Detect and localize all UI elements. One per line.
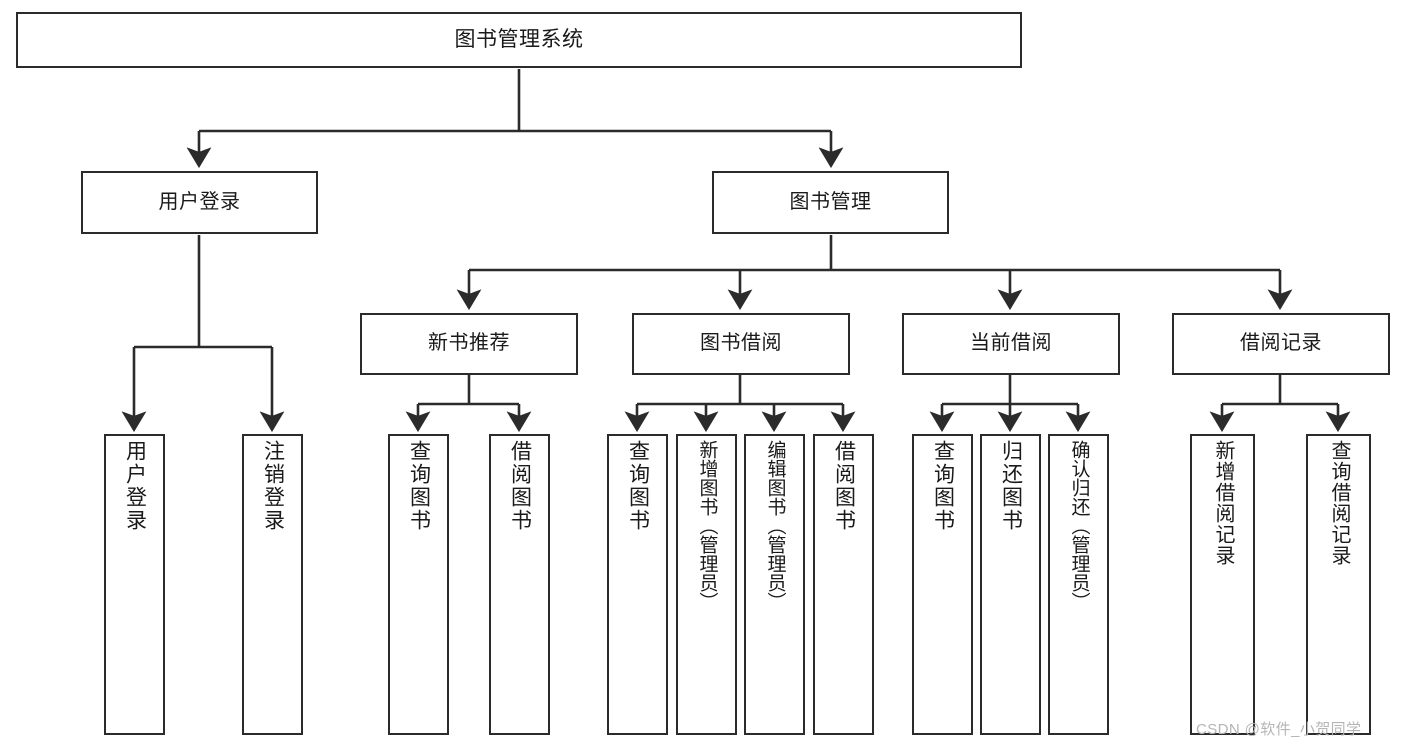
- leaf-current-return-book-label: 归还图书: [999, 440, 1023, 532]
- leaf-current-query-book-label: 查询图书: [931, 440, 955, 532]
- leaf-borrow-edit-book-admin[interactable]: 编辑图书（管理员）: [744, 434, 805, 735]
- leaf-newbook-query-book[interactable]: 查询图书: [388, 434, 449, 735]
- node-user-login-label: 用户登录: [158, 190, 241, 213]
- node-new-book-recommend-label: 新书推荐: [428, 332, 510, 355]
- leaf-record-add-record[interactable]: 新增借阅记录: [1190, 434, 1255, 735]
- node-current-borrow[interactable]: 当前借阅: [902, 313, 1120, 375]
- leaf-record-add-record-label: 新增借阅记录: [1212, 440, 1234, 566]
- leaf-logout-label: 注销登录: [261, 440, 285, 532]
- node-book-management[interactable]: 图书管理: [712, 171, 949, 234]
- node-book-borrow[interactable]: 图书借阅: [632, 313, 850, 375]
- node-borrow-record-label: 借阅记录: [1240, 332, 1322, 355]
- leaf-newbook-borrow-book-label: 借阅图书: [508, 440, 532, 532]
- leaf-newbook-query-book-label: 查询图书: [407, 440, 431, 532]
- leaf-borrow-lend-book-label: 借阅图书: [832, 440, 856, 532]
- leaf-logout[interactable]: 注销登录: [242, 434, 303, 735]
- leaf-borrow-lend-book[interactable]: 借阅图书: [813, 434, 874, 735]
- leaf-borrow-add-book-admin[interactable]: 新增图书（管理员）: [676, 434, 737, 735]
- leaf-borrow-query-book-label: 查询图书: [626, 440, 650, 532]
- node-current-borrow-label: 当前借阅: [970, 332, 1052, 355]
- leaf-record-query-record-label: 查询借阅记录: [1328, 440, 1350, 566]
- node-new-book-recommend[interactable]: 新书推荐: [360, 313, 578, 375]
- leaf-borrow-edit-book-admin-label: 编辑图书（管理员）: [764, 440, 786, 611]
- node-user-login[interactable]: 用户登录: [81, 171, 318, 234]
- leaf-record-query-record[interactable]: 查询借阅记录: [1306, 434, 1371, 735]
- node-book-management-label: 图书管理: [789, 190, 872, 213]
- leaf-current-return-book[interactable]: 归还图书: [980, 434, 1041, 735]
- csdn-watermark: CSDN @软件_小贺同学: [1196, 721, 1362, 738]
- leaf-borrow-query-book[interactable]: 查询图书: [607, 434, 668, 735]
- leaf-borrow-add-book-admin-label: 新增图书（管理员）: [696, 440, 718, 611]
- leaf-current-confirm-return-admin[interactable]: 确认归还（管理员）: [1048, 434, 1109, 735]
- node-root-label: 图书管理系统: [454, 27, 584, 51]
- leaf-user-login-label: 用户登录: [123, 440, 147, 532]
- leaf-newbook-borrow-book[interactable]: 借阅图书: [489, 434, 550, 735]
- node-borrow-record[interactable]: 借阅记录: [1172, 313, 1390, 375]
- node-book-borrow-label: 图书借阅: [700, 332, 782, 355]
- leaf-user-login[interactable]: 用户登录: [104, 434, 165, 735]
- leaf-current-query-book[interactable]: 查询图书: [912, 434, 973, 735]
- node-root-book-management-system[interactable]: 图书管理系统: [16, 12, 1022, 68]
- leaf-current-confirm-return-admin-label: 确认归还（管理员）: [1068, 440, 1090, 611]
